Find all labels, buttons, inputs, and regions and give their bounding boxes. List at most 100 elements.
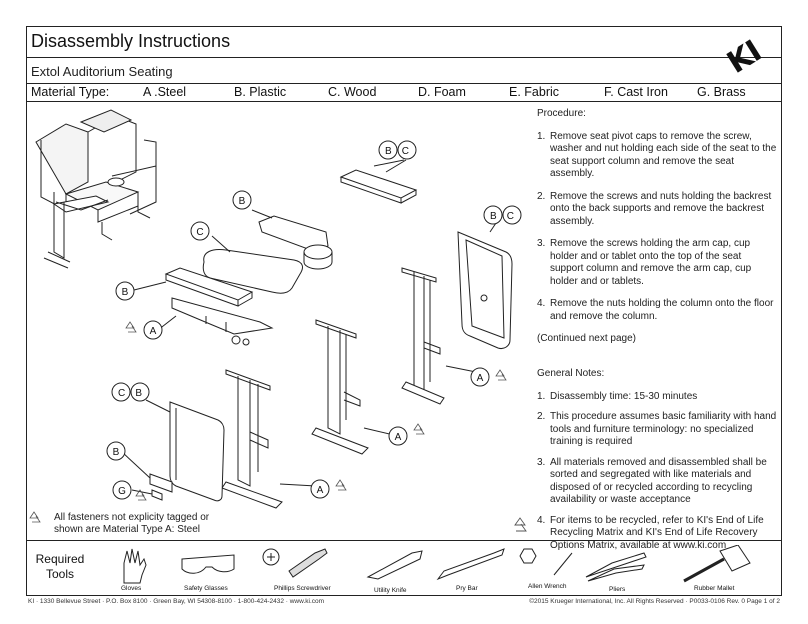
material-plastic: B. Plastic: [234, 85, 287, 99]
armrest-part: [164, 267, 254, 307]
recycle-icon: [413, 423, 425, 435]
assembled-seating-illustration: [35, 109, 157, 269]
fastener-note-line: shown are Material Type A: Steel: [54, 524, 201, 535]
general-note: 3.All materials removed and disassembled…: [537, 457, 777, 507]
page-subtitle: Extol Auditorium Seating: [31, 64, 173, 79]
tool-label-rubber-mallet: Rubber Mallet: [694, 585, 735, 592]
callout-a-column-left: A: [317, 485, 324, 496]
recycle-icons: [29, 321, 507, 523]
divider: [26, 101, 782, 102]
material-cast-iron: F. Cast Iron: [604, 85, 668, 99]
callout-b-armrest: B: [122, 287, 129, 298]
tool-label-pliers: Pliers: [609, 586, 626, 593]
step-text: Remove the screws and nuts holding the b…: [550, 190, 772, 227]
general-notes-section: General Notes: 1. Disassembly time: 15-30…: [537, 368, 777, 560]
material-fabric: E. Fabric: [509, 85, 560, 99]
callout-a-column-middle: A: [395, 432, 402, 443]
step-number: 1.: [537, 130, 546, 142]
general-note: 1. Disassembly time: 15-30 minutes: [537, 391, 777, 404]
page-frame: [26, 26, 782, 596]
step-number: 4.: [537, 298, 546, 309]
phillips-screwdriver-icon: [262, 548, 328, 578]
recycle-icon: [495, 369, 507, 381]
gloves-icon: [123, 548, 147, 584]
step-text: Remove the nuts holding the column onto …: [550, 298, 774, 322]
required-tools-heading: Required Tools: [34, 552, 86, 582]
tool-label-allen-wrench: Allen Wrench: [528, 583, 567, 590]
pliers-icon: [585, 552, 647, 582]
procedure-step: 1. Remove seat pivot caps to remove the s…: [537, 131, 777, 181]
material-foam: D. Foam: [418, 85, 466, 99]
continued-note: (Continued next page): [537, 333, 636, 344]
procedure-heading: Procedure:: [537, 108, 586, 119]
callout-a-bracket: A: [150, 326, 157, 337]
utility-knife-icon: [366, 550, 423, 580]
recycle-icon: [335, 479, 347, 491]
callout-bc-backrest: B C: [490, 211, 514, 222]
tool-label-utility-knife: Utility Knife: [374, 587, 407, 594]
callout-b-cupholder: B: [239, 196, 246, 207]
heading-line: Required: [35, 552, 85, 566]
recycle-icon: [29, 511, 41, 523]
tool-label-pry-bar: Pry Bar: [456, 585, 478, 592]
divider: [26, 83, 782, 84]
material-type-label: Material Type:: [31, 85, 110, 99]
exploded-diagram: B C B C B A B C A A A C B B G: [29, 109, 522, 523]
callout-cb-panel: C B: [118, 388, 142, 399]
callout-a-column-right: A: [477, 373, 484, 384]
general-notes-heading: General Notes:: [537, 368, 605, 379]
material-steel: A .Steel: [143, 85, 187, 99]
recycle-icon: [514, 517, 527, 532]
footer-address: KI · 1330 Bellevue Street · P.O. Box 810…: [28, 598, 325, 605]
support-column-left: [221, 369, 283, 509]
cupholder-arm-part: [258, 215, 333, 270]
seat-part: [202, 249, 303, 294]
tool-label-safety-glasses: Safety Glasses: [184, 585, 228, 592]
seat-bracket-part: [171, 297, 274, 346]
material-wood: C. Wood: [328, 85, 377, 99]
note-number: 1.: [537, 390, 546, 402]
back-panel-part: [169, 401, 225, 502]
callout-g-brass: G: [118, 486, 126, 497]
callout-b-small-bracket: B: [113, 447, 120, 458]
fastener-note: All fasteners not explicity tagged or sh…: [54, 512, 209, 536]
small-bracket-part: [149, 473, 173, 493]
callout-bc-top: B C: [385, 146, 409, 157]
step-text: Remove the screws holding the arm cap, c…: [550, 238, 752, 287]
divider: [26, 57, 782, 58]
tool-label-phillips-screwdriver: Phillips Screwdriver: [274, 585, 331, 592]
material-type-row: Material Type: A .Steel B. Plastic C. Wo…: [31, 85, 779, 101]
backrest-frame-part: [457, 231, 513, 349]
safety-glasses-icon: [181, 554, 235, 574]
procedure-step: 2. Remove the screws and nuts holding the…: [537, 191, 777, 229]
step-number: 2.: [537, 190, 546, 202]
note-text: This procedure assumes basic familiarity…: [550, 411, 777, 447]
tool-label-gloves: Gloves: [121, 585, 142, 592]
procedure-step: 4. Remove the nuts holding the column ont…: [537, 298, 777, 323]
divider: [26, 540, 782, 541]
step-number: 3.: [537, 238, 546, 249]
heading-line: Tools: [45, 567, 74, 581]
rubber-mallet-icon: [683, 545, 751, 583]
brass-bracket-part: [151, 489, 163, 501]
required-tools-bar: Required Tools Gloves Safety Glasses Phi…: [26, 541, 782, 597]
arm-cap-part: [339, 169, 418, 204]
footer-copyright: ©2015 Krueger International, Inc. All Ri…: [529, 598, 780, 605]
material-brass: G. Brass: [697, 85, 746, 99]
support-column-middle: [311, 319, 369, 455]
fastener-note-line: All fasteners not explicity tagged or: [54, 512, 210, 523]
procedure-section: Procedure: 1. Remove seat pivot caps to r…: [537, 108, 777, 346]
allen-wrench-icon: [519, 548, 573, 576]
page-title: Disassembly Instructions: [31, 31, 231, 51]
procedure-step: 3. Remove the screws holding the arm cap,…: [537, 238, 777, 288]
general-note: 2.This procedure assumes basic familiari…: [537, 411, 777, 449]
note-text: Disassembly time: 15-30 minutes: [550, 390, 698, 402]
pry-bar-icon: [436, 548, 505, 581]
recycle-icon: [135, 489, 147, 501]
step-text: Remove seat pivot caps to remove the scr…: [550, 130, 777, 180]
note-number: 4.: [537, 514, 546, 526]
general-note: 4.For items to be recycled, refer to KI'…: [537, 515, 777, 553]
note-number: 3.: [537, 456, 546, 468]
callout-c-seat: C: [196, 227, 203, 238]
recycle-icon: [125, 321, 137, 333]
